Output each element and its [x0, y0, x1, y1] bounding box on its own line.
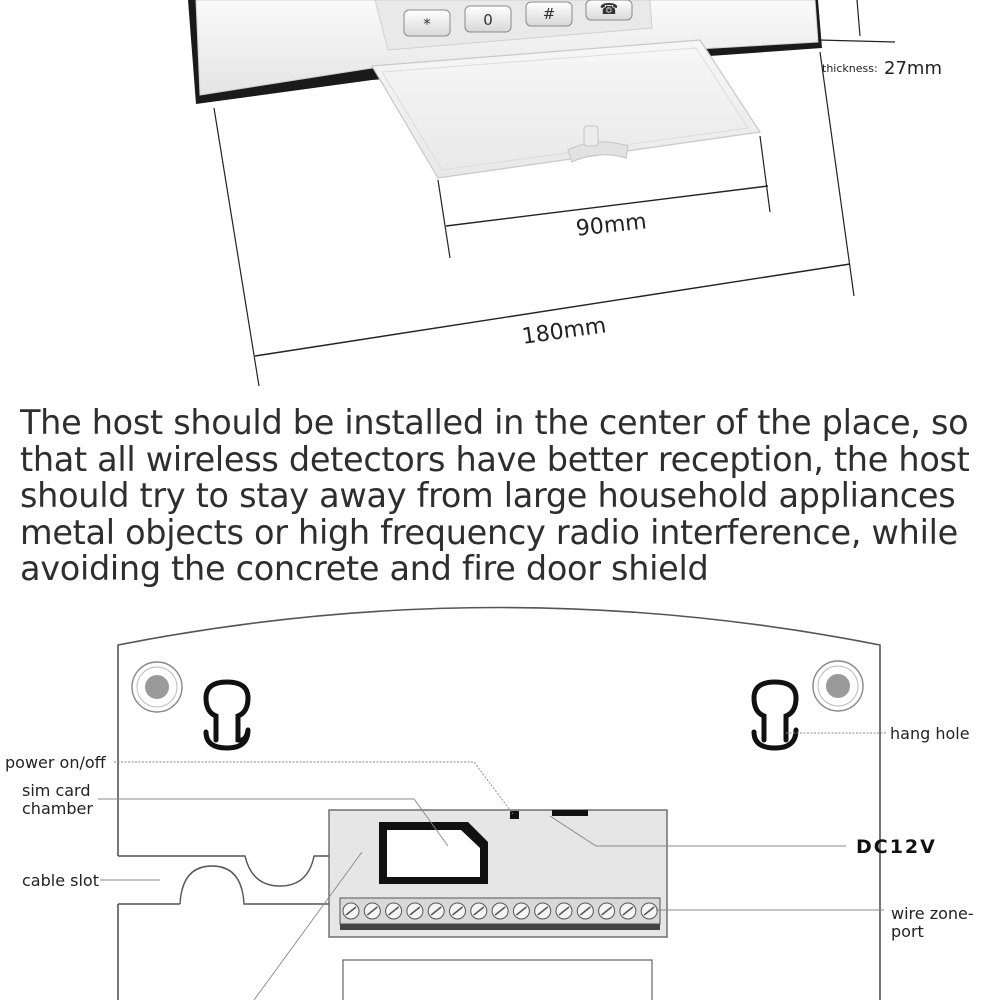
terminal-screw-slot — [643, 906, 655, 916]
inner-width-label: 90mm — [575, 209, 648, 241]
installation-note: The host should be installed in the cent… — [20, 403, 970, 588]
terminal-screw-slot — [366, 906, 378, 916]
keypad: * 0 # ☎ — [403, 0, 633, 37]
terminal-screw-slot — [537, 906, 549, 916]
svg-text:*: * — [423, 15, 431, 33]
sim-card-label-line1: sim card — [22, 781, 91, 800]
sim-card-label-line2: chamber — [22, 799, 93, 818]
dc12v-label: DC12V — [856, 836, 937, 858]
cable-slot-label: cable slot — [22, 871, 99, 890]
key-hash: # — [525, 1, 573, 27]
inner-width-dimension: 90mm — [437, 135, 771, 259]
thickness-label: thickness: — [822, 62, 878, 75]
back-panel-figure: power on/off sim card chamber cable slot… — [5, 606, 974, 1000]
key-star: * — [403, 9, 451, 37]
screw-hole-left — [131, 661, 183, 713]
power-switch — [510, 811, 519, 819]
terminal-screw-slot — [345, 906, 357, 916]
hang-hole-left-icon — [203, 679, 251, 751]
callout-lines — [98, 732, 886, 1000]
key-phone: ☎ — [585, 0, 633, 21]
dc-jack — [552, 810, 588, 816]
terminal-screw-slot — [622, 906, 634, 916]
front-view-figure: * 0 # ☎ thickness: 27mm 90mm — [188, 0, 942, 387]
terminal-screw-slot — [579, 906, 591, 916]
screw-hole-right — [812, 660, 864, 712]
terminal-screw-slot — [494, 906, 506, 916]
terminal-screw-slot — [515, 906, 527, 916]
phone-icon: ☎ — [600, 0, 619, 18]
hang-hole-right-icon — [751, 679, 799, 751]
terminal-screw-slot — [430, 906, 442, 916]
keypad-flap — [370, 39, 762, 179]
terminal-screw-slot — [601, 906, 613, 916]
terminal-screw-slot — [558, 906, 570, 916]
hang-hole-label: hang hole — [890, 724, 970, 743]
terminal-screw-slot — [388, 906, 400, 916]
thickness-dimension: thickness: 27mm — [817, 0, 942, 79]
thickness-value: 27mm — [884, 58, 942, 79]
wire-zone-port-label-line1: wire zone- — [891, 904, 974, 923]
power-on-off-label: power on/off — [5, 753, 107, 772]
svg-text:#: # — [543, 5, 556, 23]
svg-text:0: 0 — [483, 11, 493, 29]
circuit-board — [328, 809, 668, 1000]
terminal-screw-slot — [409, 906, 421, 916]
housing-outline — [117, 606, 881, 1000]
key-zero: 0 — [464, 5, 512, 33]
terminal-screw-slot — [473, 906, 485, 916]
host-device — [188, 0, 822, 104]
terminal-screw-slot — [452, 906, 463, 916]
outer-width-label: 180mm — [520, 313, 608, 350]
wire-zone-port-label-line2: port — [891, 922, 924, 941]
